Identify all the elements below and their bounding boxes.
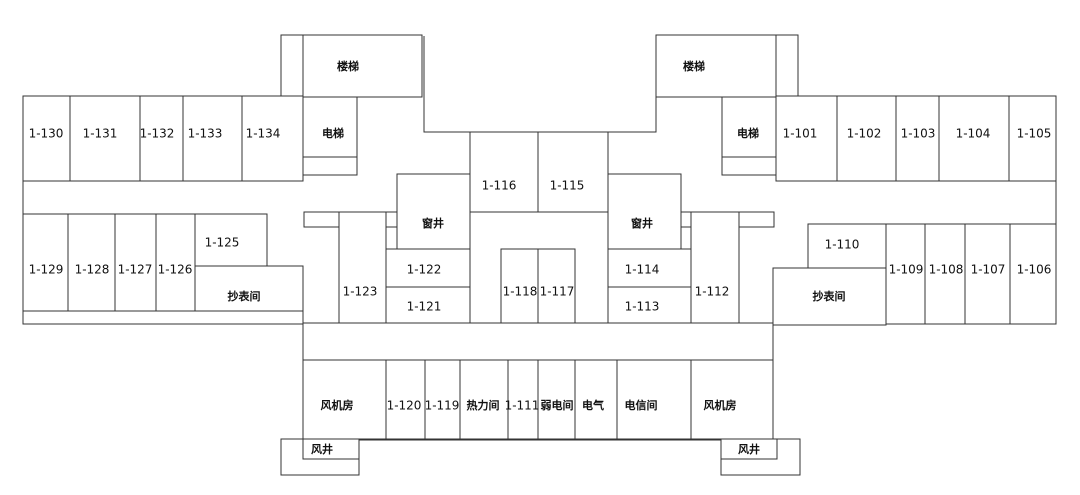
light-well-east <box>607 173 682 250</box>
elevator-west-label: 电梯 <box>322 126 344 140</box>
room-1-131 <box>69 95 141 182</box>
room-1-130 <box>22 95 71 182</box>
room-1-125-label: 1-125 <box>205 236 240 250</box>
room-1-110-label: 1-110 <box>825 238 860 252</box>
air-shaft-west <box>302 438 360 460</box>
room-1-114-label: 1-114 <box>625 263 660 277</box>
room-1-119-label: 1-119 <box>425 399 460 413</box>
room-1-104-label: 1-104 <box>956 127 991 141</box>
stair-west-label: 楼梯 <box>337 59 359 73</box>
room-1-111-label: 1-111 <box>505 399 540 413</box>
room-1-114 <box>607 248 692 288</box>
room-1-105 <box>1008 95 1057 182</box>
stair-east <box>655 34 777 98</box>
room-1-128-label: 1-128 <box>75 263 110 277</box>
room-1-128 <box>67 213 116 312</box>
room-1-122-label: 1-122 <box>407 263 442 277</box>
room-1-107 <box>964 223 1011 325</box>
telecom-room-label: 电信间 <box>625 398 658 412</box>
room-1-116 <box>469 131 539 213</box>
air-shaft-west-label: 风井 <box>311 442 333 456</box>
room-1-118-label: 1-118 <box>503 285 538 299</box>
elevator-west-pit <box>302 156 358 176</box>
room-1-127-label: 1-127 <box>118 263 153 277</box>
room-1-101 <box>775 95 838 182</box>
room-1-113 <box>607 286 692 324</box>
light-well-east-label: 窗井 <box>631 216 653 230</box>
fan-room-west <box>302 359 387 440</box>
room-1-120-label: 1-120 <box>387 399 422 413</box>
meter-room-west <box>194 265 304 312</box>
room-1-134 <box>241 95 304 182</box>
meter-room-west-label: 抄表间 <box>228 289 261 303</box>
room-1-117-label: 1-117 <box>540 285 575 299</box>
room-1-126-label: 1-126 <box>158 263 193 277</box>
room-1-106 <box>1009 223 1057 325</box>
room-1-134-label: 1-134 <box>246 127 281 141</box>
room-1-109-label: 1-109 <box>889 263 924 277</box>
room-1-127 <box>114 213 157 312</box>
room-1-103-label: 1-103 <box>901 127 936 141</box>
room-1-122 <box>385 248 471 288</box>
room-1-121 <box>385 286 471 324</box>
air-shaft-east-label: 风井 <box>738 442 760 456</box>
light-well-west-label: 窗井 <box>422 216 444 230</box>
room-1-130-label: 1-130 <box>29 127 64 141</box>
room-1-132 <box>139 95 184 182</box>
electrical-room-label: 电气 <box>582 398 604 412</box>
light-well-west <box>396 173 471 250</box>
weak-current-room <box>537 359 576 440</box>
fan-room-east <box>690 359 774 440</box>
room-1-115-label: 1-115 <box>550 179 585 193</box>
room-1-113-label: 1-113 <box>625 300 660 314</box>
fan-room-east-label: 风机房 <box>704 398 737 412</box>
room-1-123 <box>338 211 387 324</box>
stair-west <box>302 34 423 98</box>
elevator-east-pit <box>721 156 777 176</box>
room-1-125 <box>194 213 268 267</box>
heat-room <box>459 359 509 440</box>
room-1-103 <box>895 95 940 182</box>
room-1-104 <box>938 95 1010 182</box>
air-shaft-east <box>720 438 778 460</box>
room-1-117 <box>537 248 576 324</box>
room-1-109 <box>885 223 926 325</box>
elevator-east <box>721 96 777 158</box>
fan-room-west-label: 风机房 <box>321 398 354 412</box>
stair-east-label: 楼梯 <box>683 59 705 73</box>
room-1-119 <box>424 359 461 440</box>
room-1-101-label: 1-101 <box>783 127 818 141</box>
room-1-107-label: 1-107 <box>971 263 1006 277</box>
room-1-120 <box>385 359 426 440</box>
room-1-106-label: 1-106 <box>1017 263 1052 277</box>
room-1-129-label: 1-129 <box>29 263 64 277</box>
room-1-102 <box>836 95 897 182</box>
room-1-102-label: 1-102 <box>847 127 882 141</box>
room-1-132-label: 1-132 <box>140 127 175 141</box>
room-1-126 <box>155 213 196 312</box>
room-1-112 <box>690 211 740 324</box>
room-1-123-label: 1-123 <box>343 285 378 299</box>
elevator-east-label: 电梯 <box>737 126 759 140</box>
room-1-110 <box>807 223 887 269</box>
room-1-121-label: 1-121 <box>407 300 442 314</box>
telecom-room <box>616 359 692 440</box>
room-1-131-label: 1-131 <box>83 127 118 141</box>
room-1-115 <box>537 131 609 213</box>
room-1-129 <box>22 213 69 312</box>
weak-current-room-label: 弱电间 <box>541 398 574 412</box>
room-1-112-label: 1-112 <box>695 285 730 299</box>
room-1-133-label: 1-133 <box>188 127 223 141</box>
electrical-room <box>574 359 618 440</box>
meter-room-east-label: 抄表间 <box>813 289 846 303</box>
room-1-105-label: 1-105 <box>1017 127 1052 141</box>
heat-room-label: 热力间 <box>467 398 500 412</box>
room-1-108-label: 1-108 <box>929 263 964 277</box>
room-1-116-label: 1-116 <box>482 179 517 193</box>
room-1-111 <box>507 359 539 440</box>
